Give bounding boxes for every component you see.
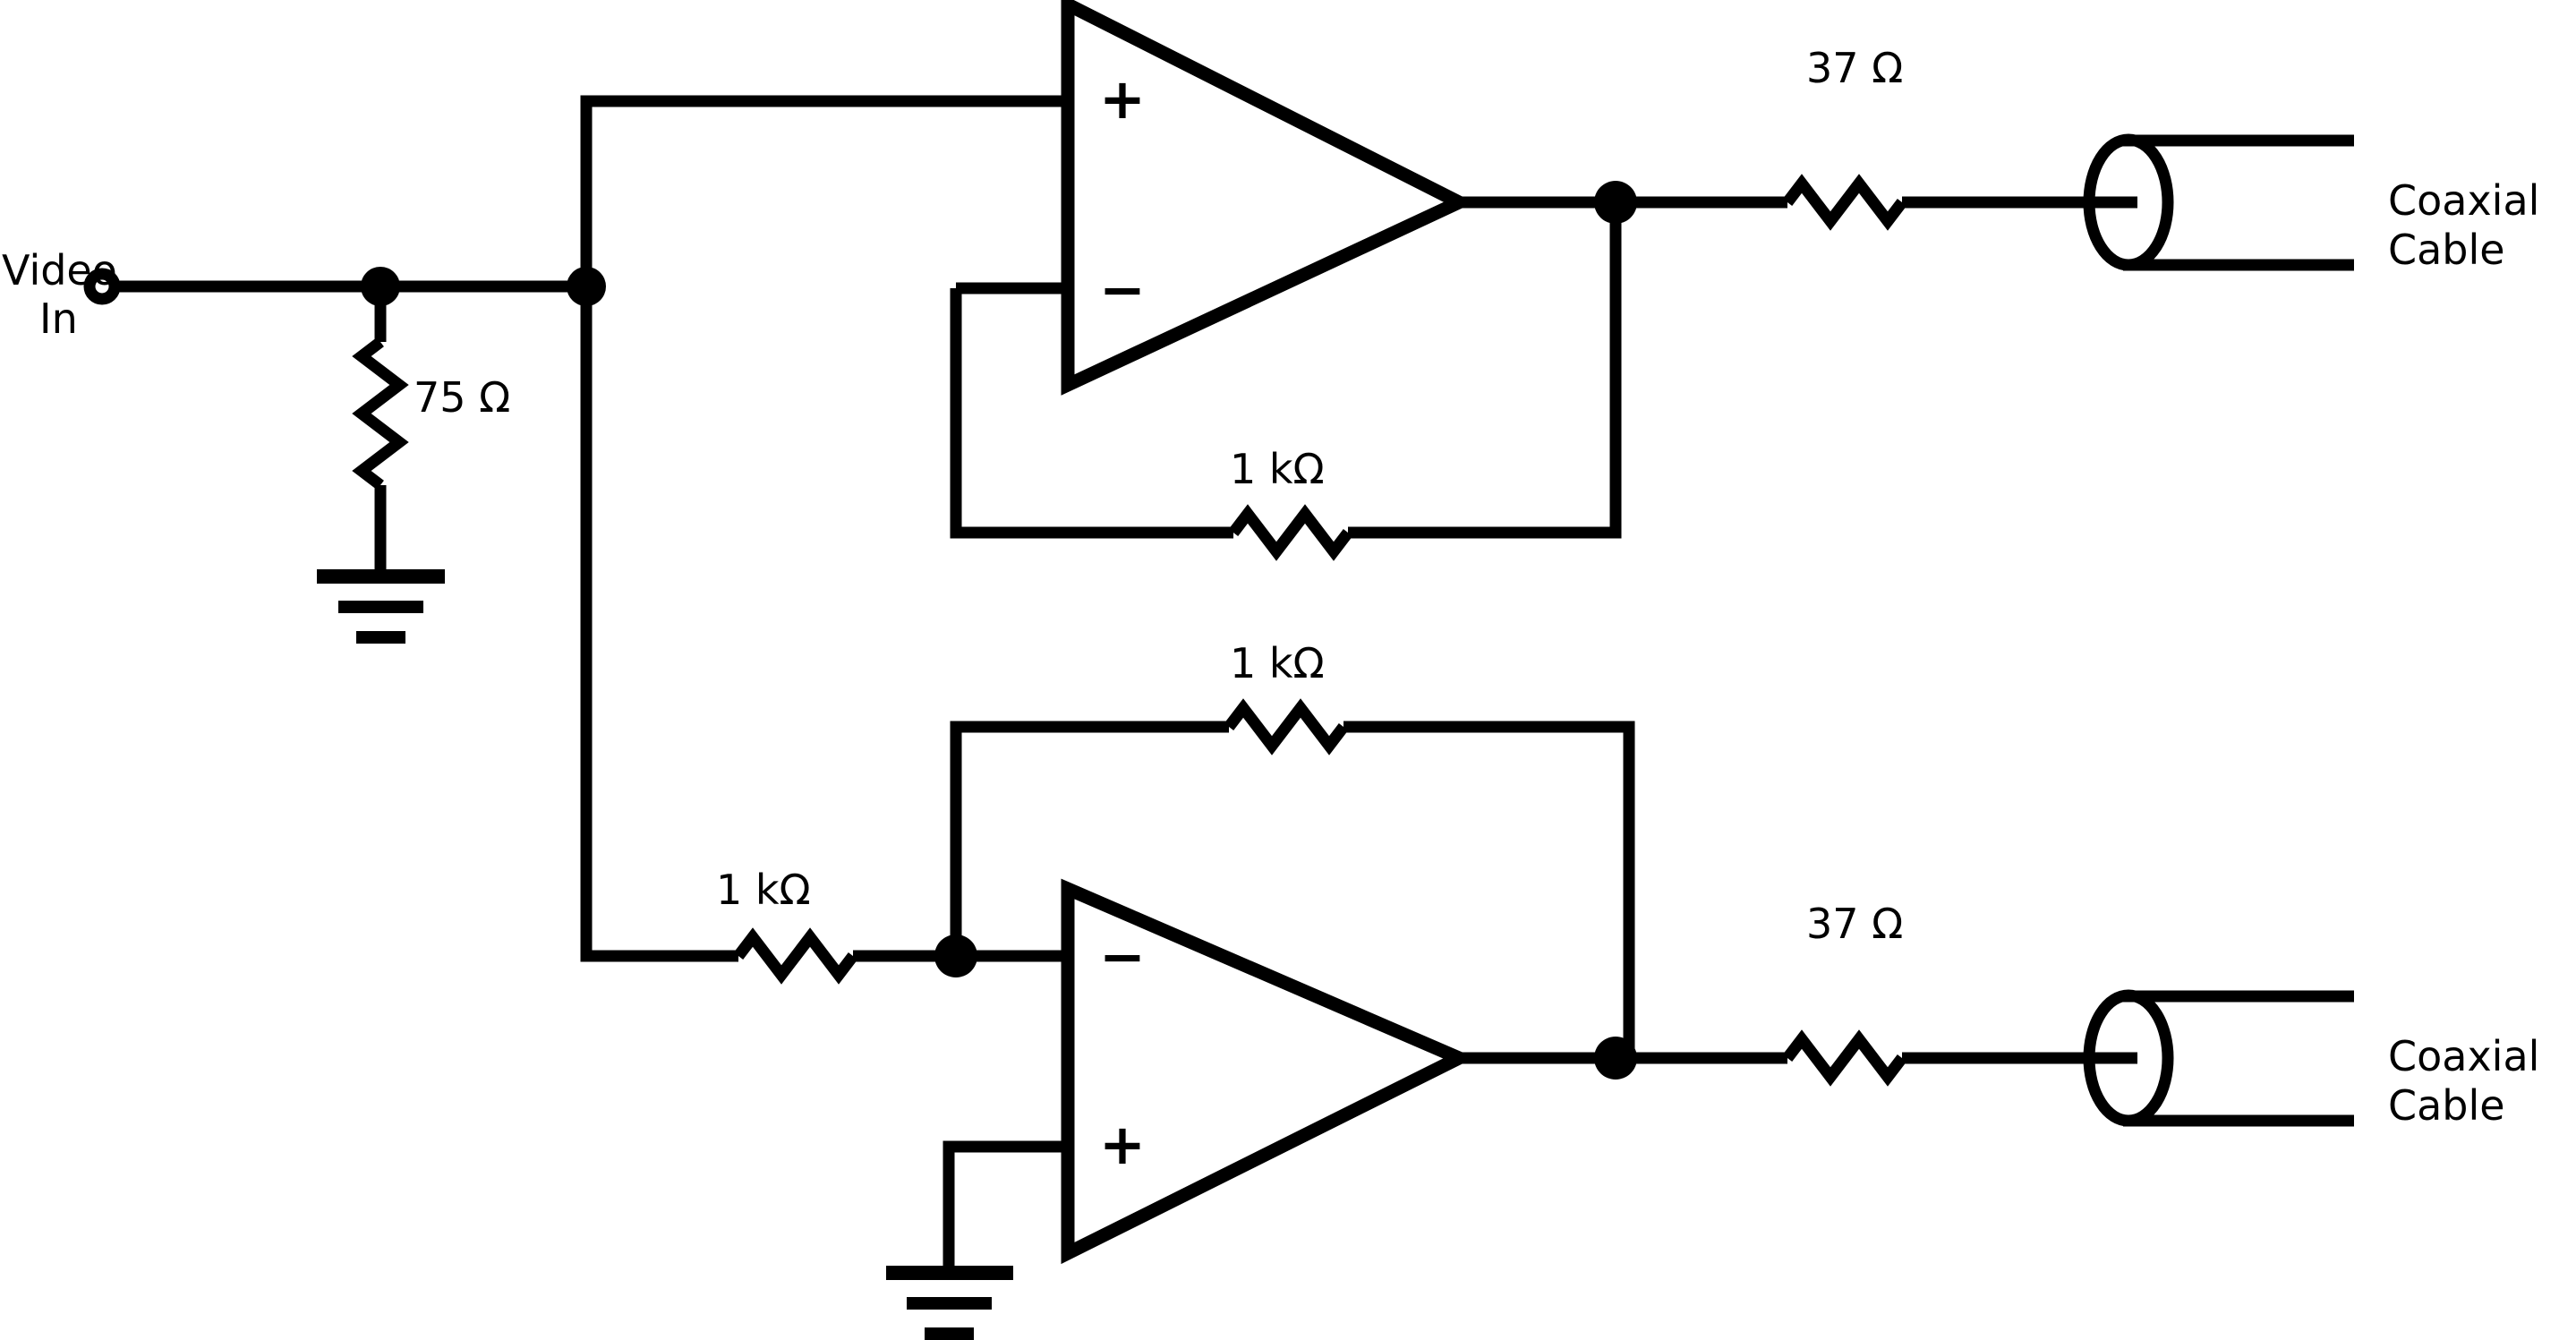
wire-bus-to-top-plus-input bbox=[580, 95, 1070, 286]
label-termination-resistor: 75 Ω bbox=[414, 373, 510, 422]
wire-top-feedback-right bbox=[1348, 208, 1622, 539]
wire-top-feedback-left bbox=[950, 288, 1233, 539]
wire-bus-to-bottom-input-resistor bbox=[580, 286, 738, 962]
resistor-75-ohm-zigzag bbox=[352, 337, 409, 491]
resistor-top-series-37-ohm-zigzag bbox=[1782, 174, 1907, 231]
label-top-coax-line1: Coaxial bbox=[2388, 176, 2539, 225]
resistor-top-feedback-1k-zigzag bbox=[1228, 504, 1353, 561]
label-bottom-coax-line1: Coaxial bbox=[2388, 1032, 2539, 1080]
coaxial-cable-bottom-symbol bbox=[2083, 989, 2354, 1127]
op-amp-top-triangle bbox=[1061, 0, 1475, 396]
wire-bottom-feedback-left bbox=[950, 721, 1229, 956]
junction-dot-bottom-output bbox=[1594, 1037, 1637, 1080]
label-top-series-resistor: 37 Ω bbox=[1806, 44, 1903, 92]
junction-dot-top-output bbox=[1594, 181, 1637, 224]
wire-bottom-feedback-right bbox=[1343, 721, 1635, 1062]
resistor-bottom-feedback-1k-zigzag bbox=[1224, 698, 1349, 755]
op-amp-bottom-triangle bbox=[1061, 878, 1475, 1265]
op-amp-top-minus-pin-label: − bbox=[1099, 257, 1146, 322]
wire-bottom-plus-to-ground bbox=[943, 1140, 1070, 1269]
label-top-coax-line2: Cable bbox=[2388, 226, 2505, 274]
label-video-in-line1: Video bbox=[2, 246, 117, 294]
label-video-in-line2: In bbox=[39, 294, 78, 343]
label-top-feedback-resistor: 1 kΩ bbox=[1230, 445, 1325, 493]
op-amp-top-plus-pin-label: + bbox=[1099, 66, 1146, 132]
label-bottom-series-resistor: 37 Ω bbox=[1806, 900, 1903, 948]
op-amp-bottom-plus-pin-label: + bbox=[1099, 1112, 1146, 1177]
resistor-bottom-series-37-ohm-zigzag bbox=[1782, 1029, 1907, 1087]
coaxial-cable-top-symbol bbox=[2083, 133, 2354, 271]
op-amp-bottom-minus-pin-label: − bbox=[1099, 924, 1146, 989]
ground-symbol-bottom bbox=[886, 1266, 1013, 1340]
resistor-bottom-input-1k-zigzag bbox=[733, 927, 858, 985]
label-bottom-coax-line2: Cable bbox=[2388, 1081, 2505, 1130]
label-bottom-feedback-resistor: 1 kΩ bbox=[1230, 639, 1325, 687]
ground-symbol-input bbox=[317, 569, 445, 644]
label-bottom-input-resistor: 1 kΩ bbox=[716, 866, 811, 914]
